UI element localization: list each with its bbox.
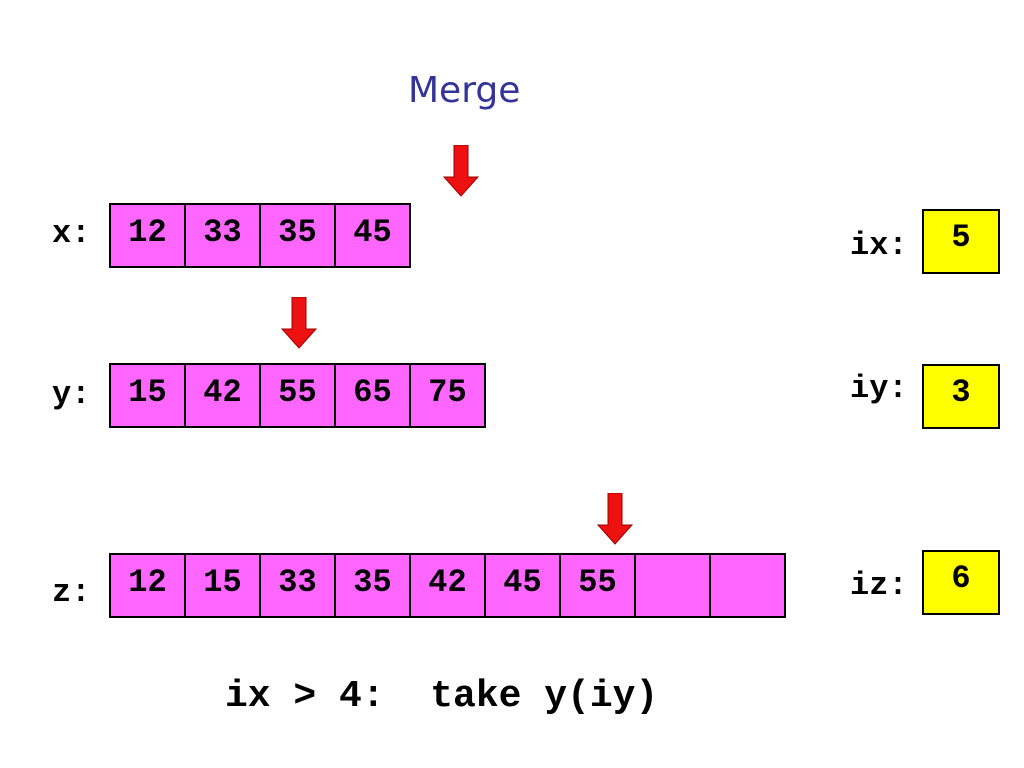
array-y-cell: 75 [409, 363, 486, 428]
x-pointer-arrow-icon [443, 145, 479, 197]
array-z-cell: 45 [484, 553, 561, 618]
array-z-cell: 35 [334, 553, 411, 618]
y-pointer-arrow-icon [281, 297, 317, 349]
array-z-cell: 55 [559, 553, 636, 618]
counter-iy-label: iy: [850, 370, 908, 407]
counter-ix-value: 5 [922, 209, 1000, 274]
array-z-cell: 33 [259, 553, 336, 618]
array-y-cell: 65 [334, 363, 411, 428]
array-y: 15 42 55 65 75 [109, 363, 486, 428]
array-x-cell: 12 [109, 203, 186, 268]
counter-iy-value: 3 [922, 364, 1000, 429]
array-z-label: z: [52, 574, 91, 611]
array-z-cell-empty [709, 553, 786, 618]
counter-ix-label: ix: [850, 227, 908, 264]
counter-iz-label: iz: [850, 567, 908, 604]
array-y-label: y: [52, 376, 91, 413]
array-x-cell: 33 [184, 203, 261, 268]
array-z: 12 15 33 35 42 45 55 [109, 553, 786, 618]
array-z-cell-empty [634, 553, 711, 618]
z-pointer-arrow-icon [597, 493, 633, 545]
array-x-cell: 45 [334, 203, 411, 268]
array-z-cell: 15 [184, 553, 261, 618]
array-z-cell: 42 [409, 553, 486, 618]
merge-condition: ix > 4: take y(iy) [225, 675, 659, 718]
diagram-title: Merge [408, 70, 521, 111]
array-x-cell: 35 [259, 203, 336, 268]
array-x-label: x: [52, 215, 91, 252]
counter-iz-value: 6 [922, 550, 1000, 615]
array-z-cell: 12 [109, 553, 186, 618]
array-x: 12 33 35 45 [109, 203, 411, 268]
array-y-cell: 42 [184, 363, 261, 428]
array-y-cell: 15 [109, 363, 186, 428]
array-y-cell: 55 [259, 363, 336, 428]
